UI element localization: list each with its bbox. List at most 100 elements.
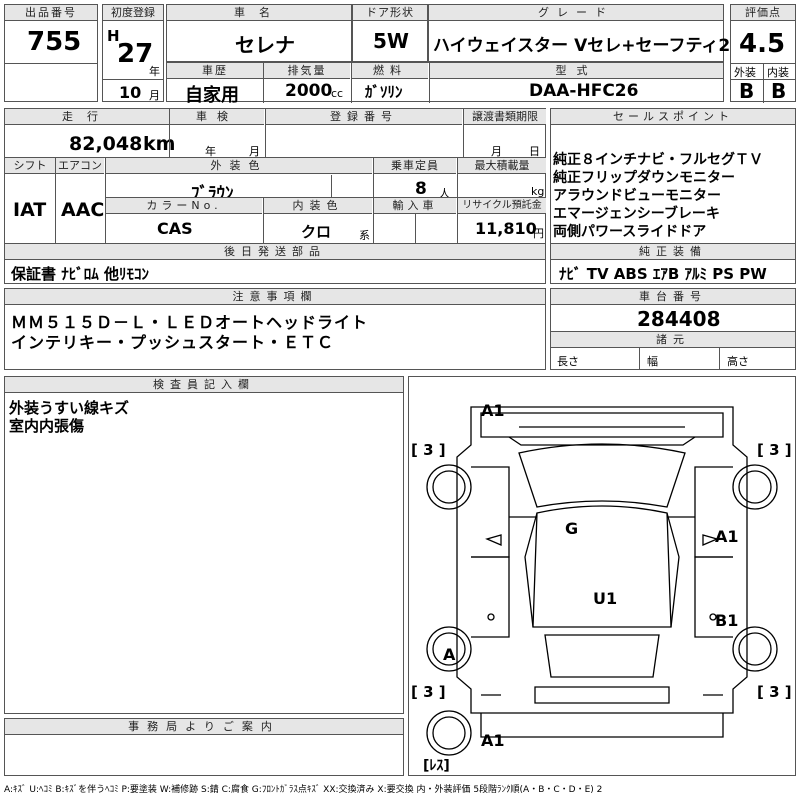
- reg-year: 27: [117, 39, 154, 69]
- mileage-unit: km: [143, 133, 176, 155]
- reg-number-label: 登録番号: [266, 109, 462, 125]
- displacement: 2000: [285, 81, 333, 101]
- sales-points-box: セールスポイント 純正８インチナビ・フルセグＴＶ 純正フリップダウンモニター ア…: [550, 108, 796, 284]
- history-row: 車歴 自家用 排気量 2000 cc 燃料 ｶﾞｿﾘﾝ 型式 DAA-HFC26: [166, 62, 724, 106]
- sales-point-1: 純正８インチナビ・フルセグＴＶ: [553, 152, 763, 168]
- mark-g: G: [565, 519, 579, 538]
- recycle-unit: 円: [533, 227, 544, 240]
- inspector-label: 検査員記入欄: [5, 377, 403, 393]
- score-box: 評価点 4.5 外装 内装 B B: [730, 4, 796, 103]
- tire-rl: [ 3 ]: [411, 683, 446, 701]
- interior-label: 内装: [767, 66, 789, 79]
- load-unit: kg: [531, 185, 545, 198]
- chassis-number: 284408: [637, 307, 721, 331]
- int-color: クロ: [301, 223, 332, 241]
- mark-front-a1: A1: [481, 401, 505, 420]
- later-parts-label: 後日発送部品: [5, 244, 545, 260]
- vehicle-info-box: 走行 82,048 km 車検 年 月 登録番号 譲渡書類期限 月 日 シフト …: [4, 108, 546, 284]
- legend: A:ｷｽﾞ U:ﾍｺﾐ B:ｷｽﾞを伴うﾍｺﾐ P:要塗装 W:補修跡 S:錆 …: [4, 785, 603, 795]
- ac: AAC: [61, 199, 105, 221]
- shift: IAT: [13, 199, 47, 221]
- model: DAA-HFC26: [529, 81, 639, 101]
- spec-label: 諸元: [551, 332, 795, 348]
- later-parts: 保証書 ﾅﾋﾞﾛﾑ 他ﾘﾓｺﾝ: [11, 265, 149, 283]
- model-label: 型式: [430, 63, 723, 79]
- color-no-label: カラーNo.: [106, 198, 262, 214]
- sales-point-4: エマージェンシーブレーキ: [553, 206, 720, 222]
- seats-label: 乗車定員: [374, 158, 456, 174]
- lot-number-label: 出品番号: [5, 5, 97, 21]
- grade-label: グレード: [429, 5, 723, 21]
- car-diagram-box: A1 G A1 U1 B1 A A1 [ 3 ] [ 3 ] [ 3 ] [ 3…: [408, 376, 796, 776]
- mark-u1: U1: [593, 589, 618, 608]
- exterior-grade: B: [739, 79, 755, 103]
- office-label: 事務局よりご案内: [5, 719, 403, 735]
- recycle: 11,810: [475, 219, 537, 238]
- insp-month-unit: 月: [249, 145, 260, 158]
- mark-b1: B1: [715, 611, 739, 630]
- door-box: ドア形状 5W: [352, 4, 428, 62]
- seats: 8: [415, 179, 427, 199]
- notes-line-1: ＭＭ５１５Ｄ－Ｌ・ＬＥＤオートヘッドライト: [11, 313, 369, 332]
- tire-fr: [ 3 ]: [757, 441, 792, 459]
- load-label: 最大積載量: [458, 158, 546, 174]
- transfer-day-unit: 日: [529, 145, 540, 158]
- chassis-box: 車台番号 284408 諸元 長さ 幅 高さ: [550, 288, 796, 370]
- sales-points-label: セールスポイント: [551, 109, 795, 125]
- inspector-line-1: 外装うすい線キズ: [9, 399, 130, 417]
- fuel: ｶﾞｿﾘﾝ: [365, 83, 403, 101]
- width-label: 幅: [647, 355, 658, 368]
- score-label: 評価点: [731, 5, 795, 21]
- exterior-label: 外装: [734, 66, 756, 79]
- mark-right-a1: A1: [715, 527, 739, 546]
- grade: ハイウェイスター Vセレ+セーフティ2 SHV: [433, 36, 776, 56]
- year-unit: 年: [149, 65, 160, 78]
- color-no: CAS: [157, 219, 193, 238]
- shift-label: シフト: [5, 158, 55, 174]
- ac-label: エアコン: [56, 158, 104, 174]
- mileage: 82,048: [69, 133, 143, 155]
- notes-box: 注意事項欄 ＭＭ５１５Ｄ－Ｌ・ＬＥＤオートヘッドライト インテリキー・プッシュス…: [4, 288, 546, 370]
- displacement-label: 排気量: [264, 63, 350, 79]
- mileage-label: 走行: [5, 109, 169, 125]
- first-registration-box: 初度登録 H 27 年 10 月: [102, 4, 164, 102]
- history-label: 車歴: [167, 63, 263, 79]
- door-type: 5W: [373, 29, 409, 53]
- notes-label: 注意事項欄: [5, 289, 545, 305]
- displacement-unit: cc: [331, 87, 344, 100]
- int-color-label: 内装色: [264, 198, 372, 214]
- month-unit: 月: [149, 89, 160, 102]
- sales-point-2: 純正フリップダウンモニター: [553, 170, 735, 186]
- tire-rr: [ 3 ]: [757, 683, 792, 701]
- tire-fl: [ 3 ]: [411, 441, 446, 459]
- sales-point-5: 両側パワースライドドア: [553, 224, 707, 240]
- history: 自家用: [185, 85, 239, 106]
- reg-month: 10: [119, 83, 142, 102]
- import-label: 輸入車: [374, 198, 456, 214]
- lot-number: 755: [27, 27, 82, 57]
- fuel-label: 燃料: [352, 63, 428, 79]
- color-label: 外装色: [106, 158, 372, 174]
- equipment: ﾅﾋﾞ TV ABS ｴｱB ｱﾙﾐ PS PW: [559, 265, 767, 283]
- seats-unit: 人: [439, 187, 450, 200]
- transfer-month-unit: 月: [491, 145, 502, 158]
- door-label: ドア形状: [353, 5, 427, 21]
- inspector-box: 検査員記入欄 外装うすい線キズ 室内内張傷: [4, 376, 404, 714]
- equipment-label: 純正装備: [551, 244, 795, 260]
- score: 4.5: [739, 29, 786, 59]
- car-diagram: [426, 406, 778, 756]
- car-name-label: 車名: [167, 5, 351, 21]
- transfer-label: 譲渡書類期限: [464, 109, 546, 125]
- grade-box: グレード ハイウェイスター Vセレ+セーフティ2 SHV: [428, 4, 776, 62]
- notes-line-2: インテリキー・プッシュスタート・ＥＴＣ: [11, 333, 335, 352]
- lot-number-box: 出品番号 755: [4, 4, 98, 102]
- height-label: 高さ: [727, 355, 749, 368]
- car-name: セレナ: [235, 33, 295, 57]
- first-registration-label: 初度登録: [103, 5, 163, 21]
- car-name-box: 車名 セレナ: [166, 4, 352, 62]
- chassis-label: 車台番号: [551, 289, 795, 305]
- tire-spare: [ﾚｽ]: [423, 758, 450, 774]
- int-color-unit: 系: [359, 229, 370, 242]
- length-label: 長さ: [557, 355, 579, 368]
- inspection-label: 車検: [170, 109, 264, 125]
